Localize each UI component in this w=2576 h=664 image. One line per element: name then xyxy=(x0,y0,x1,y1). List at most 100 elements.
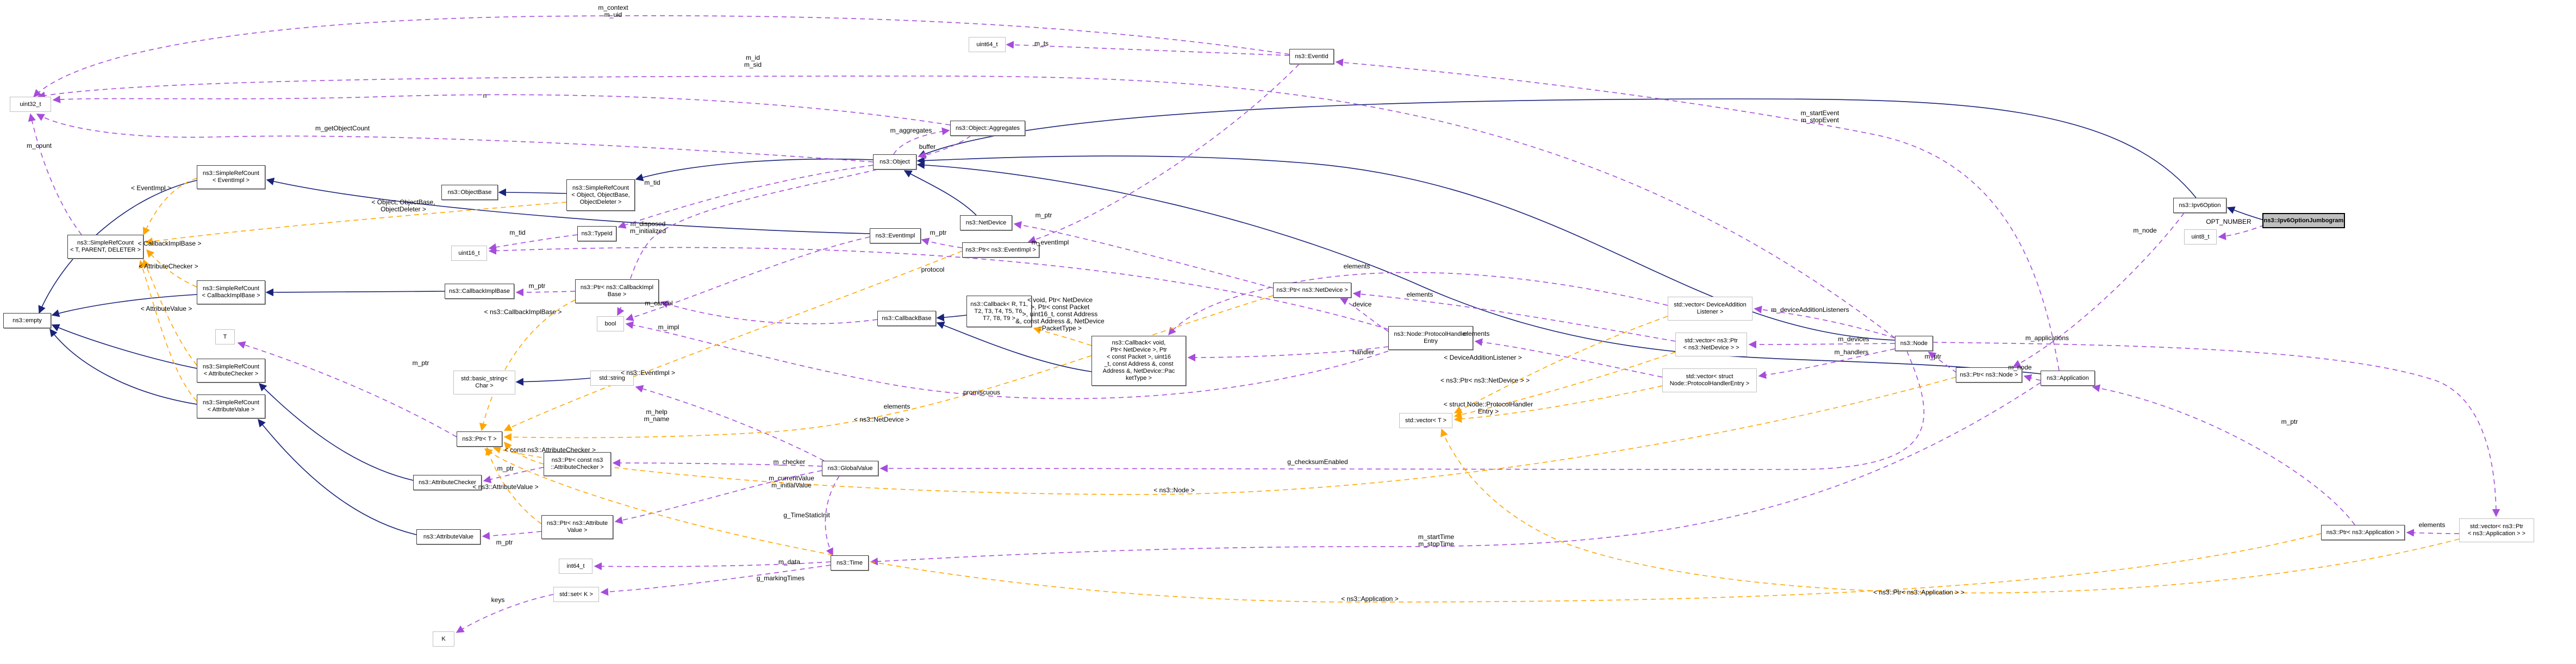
node-k-box[interactable]: K xyxy=(433,631,454,647)
edge-ns3-callbackbase-to-ptr-callbackimplbase xyxy=(660,300,878,324)
edge-std-vector-ptr-netdevice-to-std-vector-t xyxy=(1454,352,1676,419)
edge-ns3-object-to-uint32-t xyxy=(36,114,874,162)
node-src-object-objectbase-objectdeleter[interactable]: ns3::SimpleRefCount < Object, ObjectBase… xyxy=(566,179,635,211)
edge-node-protocolhandlerentry-to-ptr-netdevice xyxy=(1339,298,1389,332)
edge-src-eventimpl-to-src-t-parent-deleter xyxy=(142,178,197,236)
edge-ns3-netdevice-to-ns3-object xyxy=(903,170,977,216)
node-bool-box[interactable]: bool xyxy=(597,316,624,331)
edge-src-attributechecker-to-src-t-parent-deleter xyxy=(142,259,197,366)
edge-std-vector-ptr-application-to-std-vector-t xyxy=(1440,428,2460,594)
edge-src-object-objectbase-objectdeleter-to-src-t-parent-deleter xyxy=(145,202,567,246)
edge-ptr-netdevice-to-ptr-t xyxy=(503,295,1274,441)
edge-ptr-callbackimplbase-to-ns3-callbackimplbase xyxy=(515,288,576,297)
edge-std-vector-deviceadditionlistener-to-ns3-callback-netdevice xyxy=(1168,272,1668,336)
edge-ns3-attributevalue-to-src-attributevalue xyxy=(258,418,417,535)
edge-std-vector-ptr-application-to-ptr-application xyxy=(2406,529,2460,537)
edge-ptr-attributevalue-to-ptr-t xyxy=(485,447,542,524)
edge-ns3-eventimpl-to-src-eventimpl xyxy=(266,177,870,234)
node-ns3-typeid[interactable]: ns3::TypeId xyxy=(577,226,616,241)
node-src-t-parent-deleter[interactable]: ns3::SimpleRefCount < T, PARENT, DELETER… xyxy=(67,235,144,259)
node-std-set-k[interactable]: std::set< K > xyxy=(553,587,599,602)
node-ns3-eventid[interactable]: ns3::EventId xyxy=(1289,49,1334,64)
edge-ns3-time-to-std-set-k xyxy=(600,565,831,596)
node-ns3-node[interactable]: ns3::Node xyxy=(1895,336,1933,351)
node-ns3-object[interactable]: ns3::Object xyxy=(873,154,916,170)
node-src-attributechecker[interactable]: ns3::SimpleRefCount < AttributeChecker > xyxy=(197,359,265,383)
edge-ns3-attributechecker-to-src-attributechecker xyxy=(258,383,414,481)
edge-ptr-const-attributechecker-to-ns3-attributechecker xyxy=(483,467,544,484)
node-ns3-netdevice[interactable]: ns3::NetDevice xyxy=(960,215,1012,230)
edge-std-vector-protocolhandlerentry-to-std-vector-t xyxy=(1454,385,1663,423)
edge-ns3-application-to-ptr-node xyxy=(2023,374,2041,382)
node-ptr-const-attributechecker[interactable]: ns3::Ptr< const ns3 ::AttributeChecker > xyxy=(544,452,611,476)
node-ptr-attributevalue[interactable]: ns3::Ptr< ns3::Attribute Value > xyxy=(541,515,613,539)
node-ptr-t[interactable]: ns3::Ptr< T > xyxy=(457,431,502,447)
node-ns3-eventimpl[interactable]: ns3::EventImpl xyxy=(870,228,921,243)
node-ptr-node[interactable]: ns3::Ptr< ns3::Node > xyxy=(1956,367,2022,383)
edge-ns3-object-aggregates-to-uint32-t xyxy=(52,94,951,126)
node-ptr-application[interactable]: ns3::Ptr< ns3::Application > xyxy=(2321,525,2405,540)
node-uint8-t[interactable]: uint8_t xyxy=(2184,229,2217,245)
edge-ns3-object-to-src-object-objectbase-objectdeleter xyxy=(635,158,874,181)
edge-ns3-callbackimplbase-to-src-callbackimplbase xyxy=(265,288,445,297)
node-std-vector-deviceadditionlistener[interactable]: std::vector< DeviceAddition Listener > xyxy=(1668,297,1752,321)
node-src-attributevalue[interactable]: ns3::SimpleRefCount < AttributeValue > xyxy=(197,394,265,418)
node-ns3-globalvalue[interactable]: ns3::GlobalValue xyxy=(822,461,878,476)
node-ns3-object-aggregates[interactable]: ns3::Object::Aggregates xyxy=(950,121,1025,136)
edge-src-attributechecker-to-ns3-empty xyxy=(51,324,197,369)
node-std-vector-t[interactable]: std::vector< T > xyxy=(1399,413,1452,428)
node-ns3-application[interactable]: ns3::Application xyxy=(2041,371,2095,386)
edge-ns3-globalvalue-to-std-string xyxy=(635,385,825,461)
node-ns3-time[interactable]: ns3::Time xyxy=(831,555,869,571)
edge-ns3-callback-template-to-ns3-callbackbase xyxy=(936,314,967,322)
node-int64-t[interactable]: int64_t xyxy=(559,559,592,574)
node-std-vector-protocolhandlerentry[interactable]: std::vector< struct Node::ProtocolHandle… xyxy=(1662,368,1757,392)
edge-ns3-eventimpl-to-bool-box xyxy=(625,236,870,321)
edge-ns3-globalvalue-to-ptr-const-attributechecker xyxy=(612,459,822,467)
node-uint64-t[interactable]: uint64_t xyxy=(969,37,1006,52)
node-uint16-t[interactable]: uint16_t xyxy=(451,246,487,261)
node-ns3-ipv6optionjumbogram[interactable]: ns3::Ipv6OptionJumbogram xyxy=(2262,213,2345,228)
edge-ns3-ipv6option-to-ptr-node xyxy=(2012,212,2185,367)
edge-ns3-ipv6optionjumbogram-to-ns3-ipv6option xyxy=(2226,206,2266,221)
node-std-vector-ptr-application[interactable]: std::vector< ns3::Ptr < ns3::Application… xyxy=(2459,518,2534,542)
edge-ns3-globalvalue-to-ptr-attributevalue xyxy=(614,470,822,524)
node-src-callbackimplbase[interactable]: ns3::SimpleRefCount < CallbackImplBase > xyxy=(197,280,265,304)
node-ns3-ipv6option[interactable]: ns3::Ipv6Option xyxy=(2173,198,2226,213)
edge-std-vector-protocolhandlerentry-to-node-protocolhandlerentry xyxy=(1474,338,1663,378)
node-ns3-empty[interactable]: ns3::empty xyxy=(3,313,51,328)
edge-ns3-time-to-int64-t xyxy=(594,561,831,571)
edge-ptr-callbackimplbase-to-ptr-t xyxy=(479,299,576,431)
edge-ns3-globalvalue-to-ns3-time xyxy=(825,475,840,556)
node-ns3-callbackimplbase[interactable]: ns3::CallbackImplBase xyxy=(445,284,514,299)
edge-ns3-typeid-to-uint16-t xyxy=(488,234,578,251)
edge-ns3-application-to-ns3-object xyxy=(916,161,2041,374)
edge-node-protocolhandlerentry-to-bool-box xyxy=(625,321,1389,399)
edge-src-callbackimplbase-to-ns3-empty xyxy=(51,294,197,317)
node-ptr-callbackimplbase[interactable]: ns3::Ptr< ns3::CallbackImpl Base > xyxy=(575,279,659,303)
node-uint32-t[interactable]: uint32_t xyxy=(10,97,51,112)
node-node-protocolhandlerentry[interactable]: ns3::Node::ProtocolHandler Entry xyxy=(1388,326,1473,350)
node-ptr-netdevice[interactable]: ns3::Ptr< ns3::NetDevice > xyxy=(1273,283,1351,298)
edge-node-protocolhandlerentry-to-ns3-callback-netdevice xyxy=(1187,346,1389,362)
edge-src-attributevalue-to-src-t-parent-deleter xyxy=(139,260,197,402)
node-std-string[interactable]: std::string xyxy=(590,371,634,386)
edge-std-vector-ptr-netdevice-to-ptr-netdevice xyxy=(1352,290,1676,342)
node-ptr-eventimpl[interactable]: ns3::Ptr< ns3::EventImpl > xyxy=(962,242,1039,258)
node-std-basic-string[interactable]: std::basic_string< Char > xyxy=(453,371,515,394)
node-src-eventimpl[interactable]: ns3::SimpleRefCount < EventImpl > xyxy=(197,165,265,189)
node-std-vector-ptr-netdevice[interactable]: std::vector< ns3::Ptr < ns3::NetDevice >… xyxy=(1675,333,1747,356)
edge-ptr-application-to-ptr-t xyxy=(484,448,2322,603)
node-ns3-attributechecker[interactable]: ns3::AttributeChecker xyxy=(413,475,482,490)
node-ns3-callback-netdevice[interactable]: ns3::Callback< void, Ptr< NetDevice >, P… xyxy=(1091,336,1186,386)
node-ns3-attributevalue[interactable]: ns3::AttributeValue xyxy=(416,529,481,544)
node-ns3-objectbase[interactable]: ns3::ObjectBase xyxy=(441,185,498,200)
node-ns3-callbackbase[interactable]: ns3::CallbackBase xyxy=(877,311,936,326)
edge-std-set-k-to-k-box xyxy=(456,594,554,633)
node-ns3-callback-template[interactable]: ns3::Callback< R, T1, T2, T3, T4, T5, T6… xyxy=(966,296,1032,327)
edge-ns3-application-to-ns3-time xyxy=(870,382,2041,566)
edge-ns3-eventid-to-uint64-t xyxy=(1006,41,1290,56)
edge-src-object-objectbase-objectdeleter-to-ns3-objectbase xyxy=(498,188,567,197)
node-t-box[interactable]: T xyxy=(215,329,235,344)
